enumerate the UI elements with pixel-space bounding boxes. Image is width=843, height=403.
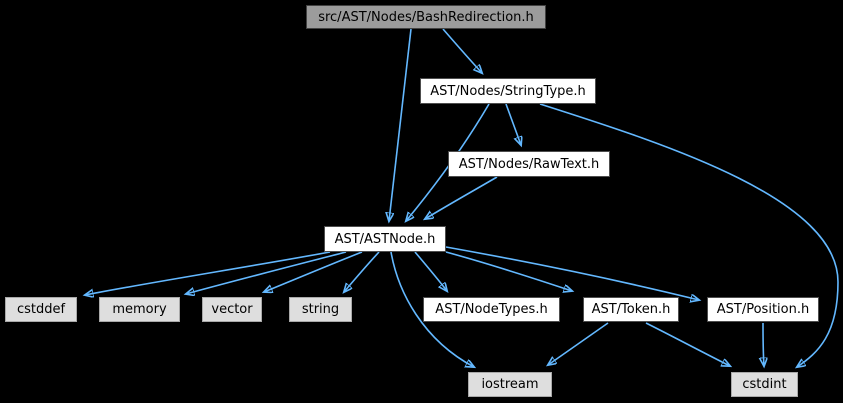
- edge-astnode-memory: [186, 251, 347, 294]
- node-ast-node[interactable]: AST/ASTNode.h: [324, 226, 446, 252]
- edge-astnode-token: [445, 251, 572, 291]
- edge-bash-astnode: [389, 28, 412, 221]
- edge-astnode-string: [344, 251, 380, 292]
- node-vector[interactable]: vector: [202, 297, 262, 322]
- edge-token-cstdint: [645, 322, 730, 366]
- node-string[interactable]: string: [289, 297, 352, 322]
- edge-stringtype-astnode: [406, 103, 490, 221]
- node-string-type[interactable]: AST/Nodes/StringType.h: [420, 78, 596, 104]
- node-node-types[interactable]: AST/NodeTypes.h: [423, 297, 560, 322]
- edge-token-iostream: [548, 322, 609, 365]
- edge-astnode-nodetypes: [414, 251, 447, 291]
- node-position[interactable]: AST/Position.h: [707, 297, 819, 322]
- edge-rawtext-astnode: [425, 176, 498, 219]
- node-cstdint[interactable]: cstdint: [731, 372, 798, 397]
- node-token[interactable]: AST/Token.h: [583, 297, 679, 322]
- edge-astnode-cstddef: [85, 251, 331, 295]
- edge-position-cstdint: [763, 322, 764, 366]
- node-iostream[interactable]: iostream: [468, 372, 552, 397]
- edge-astnode-position: [445, 246, 699, 300]
- node-cstddef[interactable]: cstddef: [5, 297, 77, 322]
- edge-stringtype-rawtext: [505, 103, 521, 145]
- edge-astnode-vector: [264, 251, 363, 292]
- edge-bash-stringtype: [442, 28, 482, 73]
- edge-astnode-iostream: [390, 251, 474, 367]
- node-bash-redirection[interactable]: src/AST/Nodes/BashRedirection.h: [306, 5, 546, 29]
- edge-stringtype-cstdint: [539, 103, 839, 367]
- node-raw-text[interactable]: AST/Nodes/RawText.h: [448, 151, 610, 177]
- node-memory[interactable]: memory: [99, 297, 180, 322]
